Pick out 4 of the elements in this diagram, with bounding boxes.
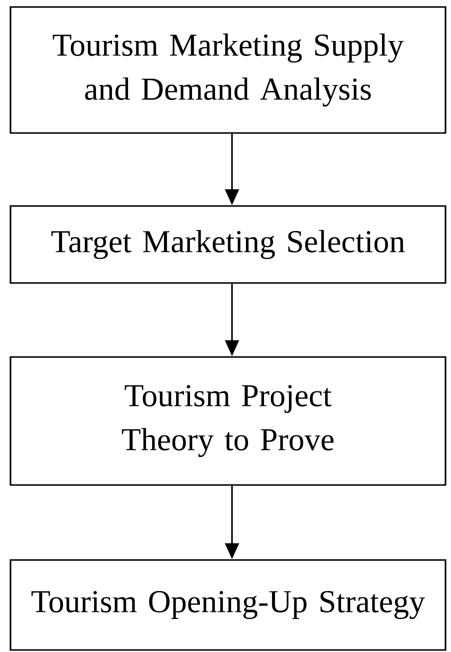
process-box: Tourism Opening-Up Strategy [10,559,446,651]
process-box: Target Marketing Selection [10,205,446,284]
process-box: Tourism Project Theory to Prove [10,356,446,486]
process-box: Tourism Marketing Supply and Demand Analysis [10,6,446,134]
